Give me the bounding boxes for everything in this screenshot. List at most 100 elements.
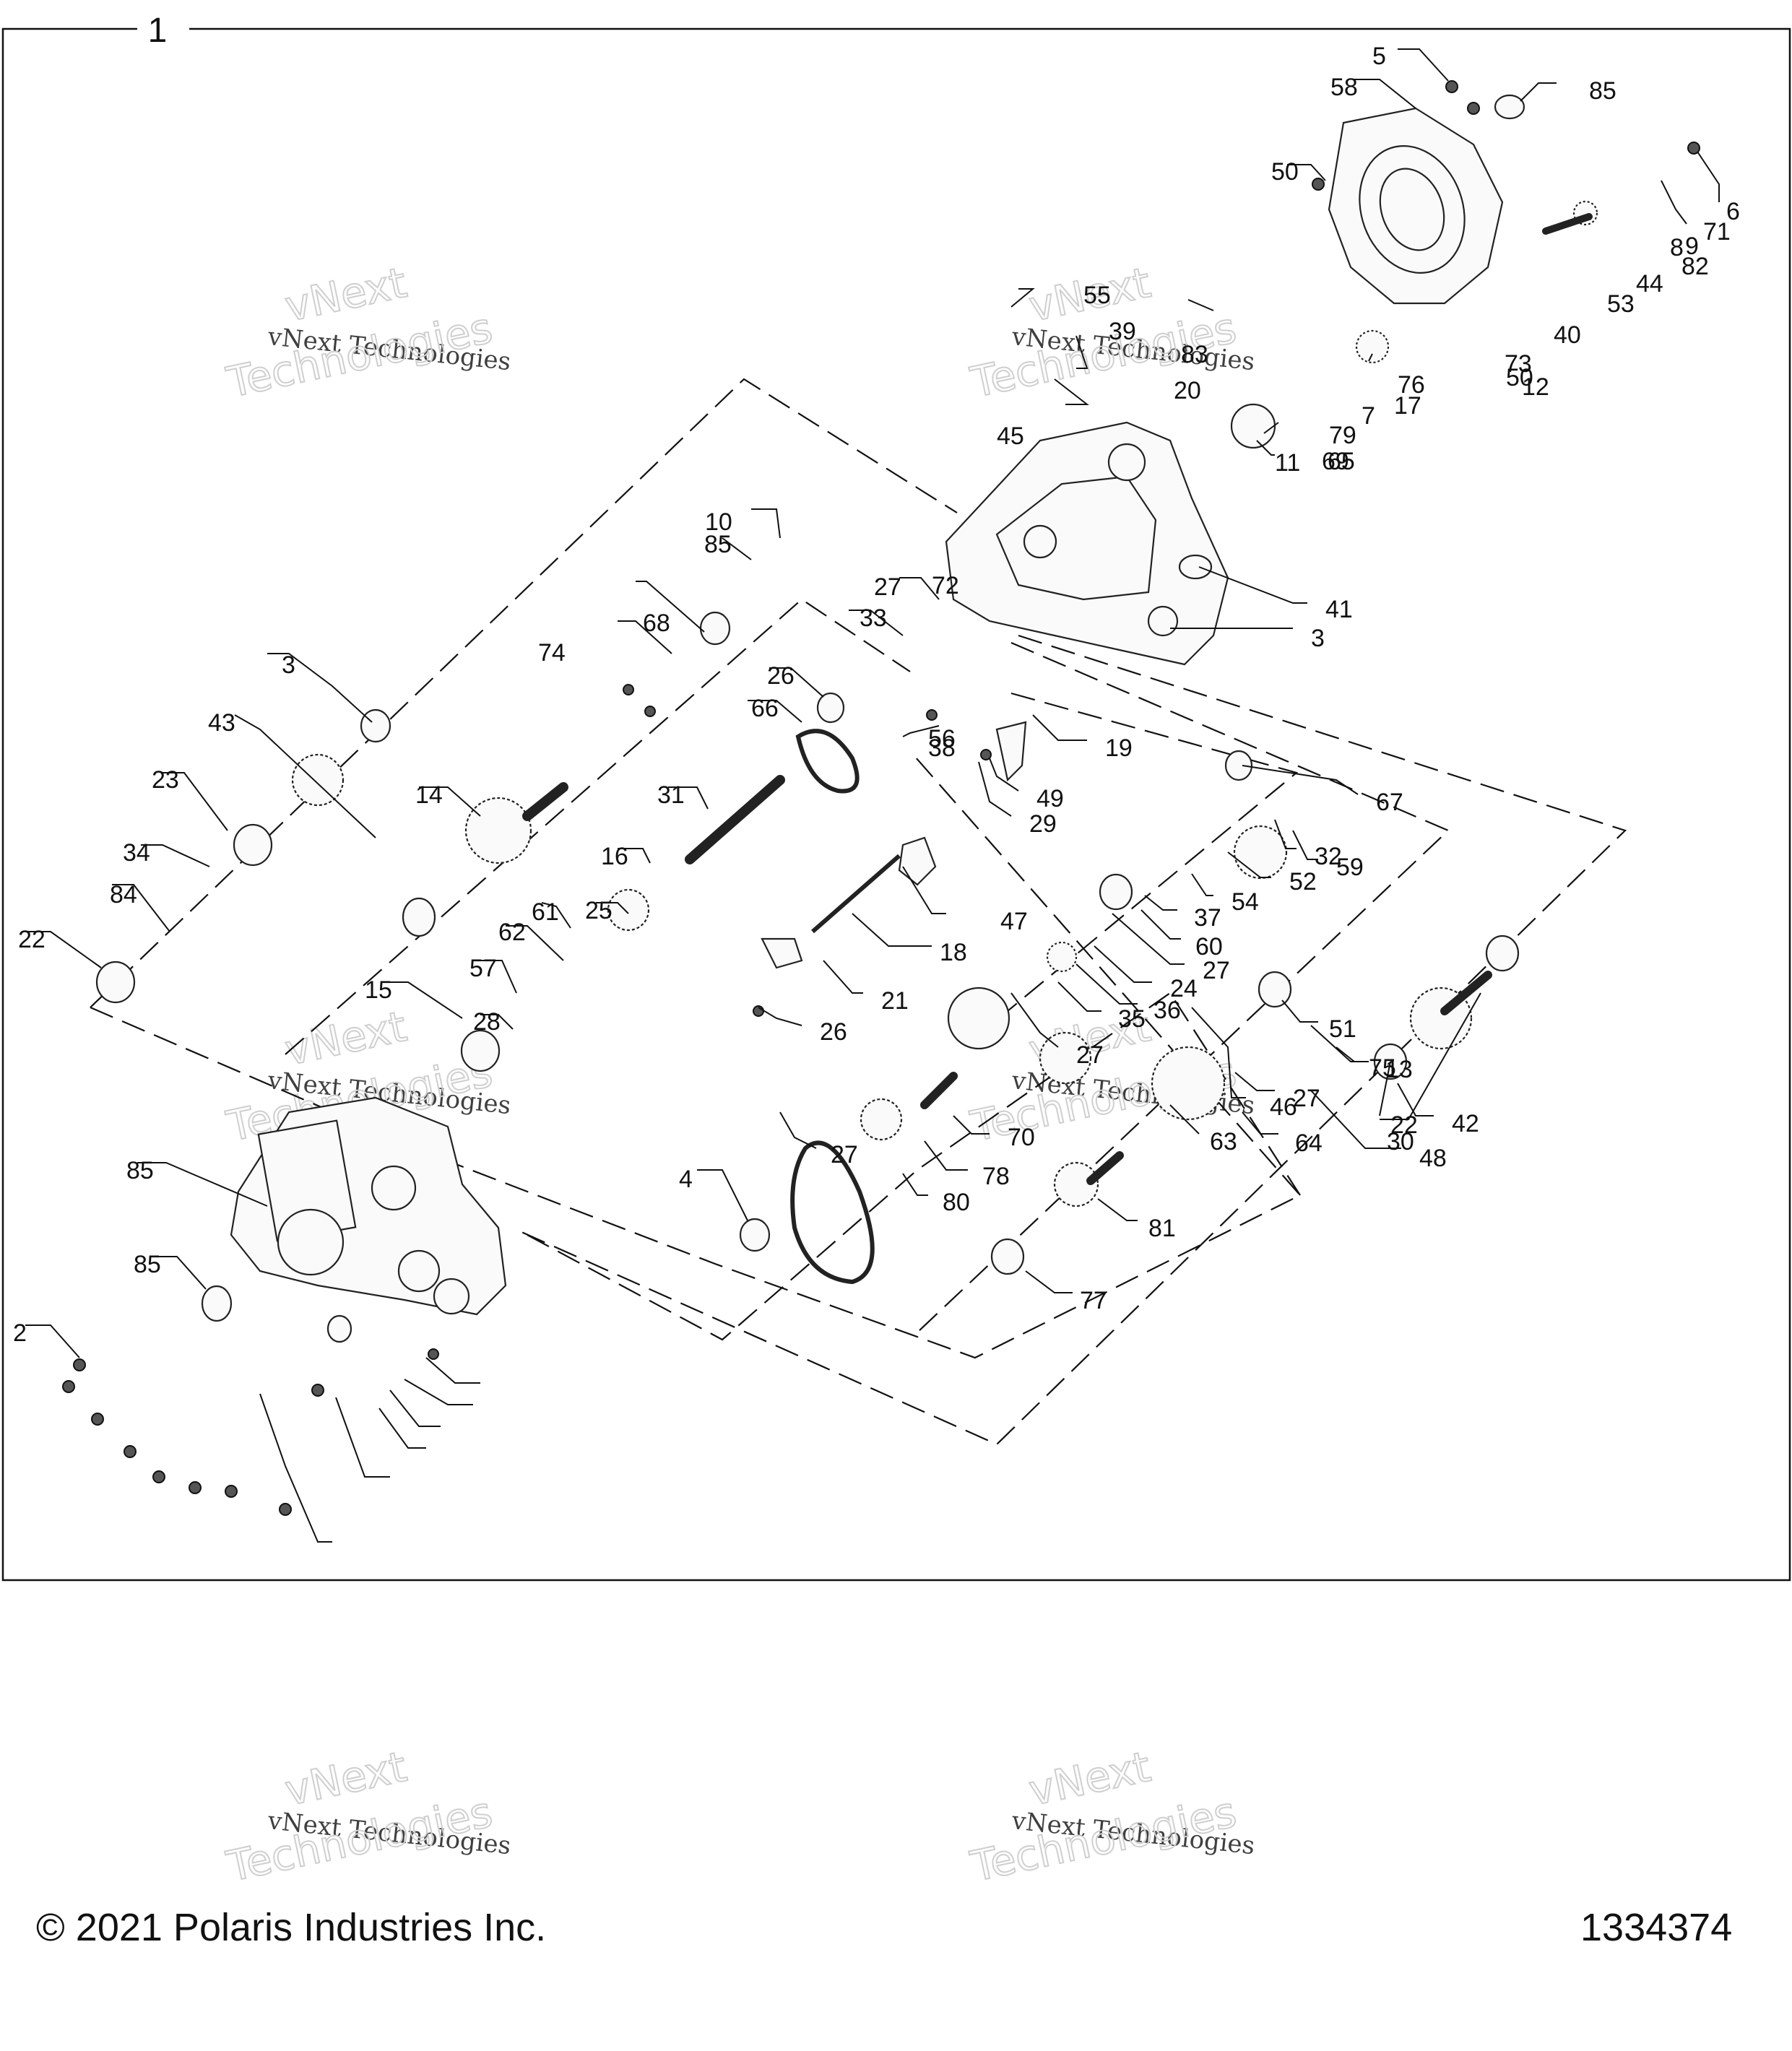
callout-number: 37: [1194, 904, 1221, 932]
callout-number: 40: [1554, 321, 1581, 349]
callout-number: 47: [1000, 908, 1028, 935]
callout-number: 27: [1203, 957, 1230, 984]
svg-text:Technologies: Technologies: [222, 303, 497, 407]
callout-number: 78: [982, 1163, 1010, 1190]
callout-number: 9: [1685, 233, 1699, 260]
callout-number: 36: [1153, 997, 1181, 1024]
copyright-text: © 2021 Polaris Industries Inc.: [36, 1906, 547, 1949]
callout-number: 82: [1681, 253, 1709, 280]
callout-number: 83: [1181, 341, 1208, 368]
callout-number: 20: [1174, 377, 1201, 404]
callout-number: 2: [13, 1319, 27, 1347]
callout-number: 60: [1195, 933, 1223, 961]
callout-number: 24: [1170, 975, 1198, 1002]
callout-number: 12: [1522, 373, 1549, 401]
callout-number: 27: [831, 1141, 858, 1168]
callout-number: 5: [1372, 43, 1386, 70]
shafts: [522, 213, 1593, 1185]
callout-number: 10: [705, 508, 732, 536]
callout-number: 46: [1270, 1093, 1297, 1121]
callout-number: 26: [767, 662, 795, 690]
shift-forks: [761, 721, 1027, 969]
callout-number: 22: [1390, 1111, 1418, 1139]
callout-number: 27: [874, 573, 901, 601]
callout-number: 3: [282, 651, 295, 679]
rear-housing-cover: [1328, 107, 1504, 305]
callout-number: 85: [126, 1157, 154, 1184]
callout-number: 50: [1271, 158, 1299, 186]
callout-number: 21: [881, 987, 909, 1015]
svg-text:vNext: vNext: [281, 1002, 411, 1075]
callout-number: 68: [643, 610, 670, 637]
callout-number: 79: [1329, 422, 1356, 449]
callout-number: 43: [208, 709, 235, 737]
callout-number: 81: [1148, 1215, 1176, 1242]
callout-number: 4: [679, 1166, 693, 1193]
callout-number: 55: [1083, 282, 1111, 309]
callout-number: 25: [585, 897, 613, 924]
callout-number: 7: [1362, 402, 1375, 430]
callout-number: 35: [1118, 1005, 1146, 1033]
callout-number: 85: [134, 1251, 161, 1278]
svg-text:vNext: vNext: [281, 1742, 411, 1816]
callout-number: 59: [1336, 854, 1364, 881]
part-number: 1334374: [1580, 1906, 1733, 1949]
callout-number: 17: [1394, 392, 1421, 420]
callout-number: 48: [1419, 1145, 1447, 1172]
callout-number: 14: [415, 781, 443, 809]
callout-number: 62: [498, 919, 526, 946]
callout-number: 16: [601, 843, 628, 870]
callout-number: 28: [473, 1008, 501, 1036]
callout-number: 56: [928, 725, 956, 753]
callout-number: 27: [1076, 1041, 1104, 1069]
callout-number: 8: [1670, 234, 1684, 261]
watermark: vNext vNext Technologies Technologies: [222, 257, 512, 408]
callout-number: 74: [538, 639, 566, 667]
callout-number: 69: [1322, 448, 1349, 475]
callout-number: 57: [469, 955, 497, 982]
gears: [291, 200, 1598, 1207]
bearings-and-seals: [95, 94, 1525, 1343]
callout-number: 72: [932, 572, 959, 599]
callout-number: 80: [943, 1189, 970, 1216]
callout-number: 32: [1315, 843, 1342, 870]
callout-number: 33: [860, 604, 887, 632]
callout-leaders: [25, 48, 1720, 1543]
front-housing: [230, 1096, 507, 1316]
fasteners: [62, 80, 1700, 1516]
frame-label: 1: [148, 12, 168, 50]
callout-number: 49: [1036, 785, 1064, 812]
svg-text:Technologies: Technologies: [222, 1787, 497, 1891]
svg-text:vNext: vNext: [1025, 1742, 1155, 1816]
assembly-dashed-lines: [90, 378, 1627, 1446]
main-housing: [945, 421, 1229, 666]
watermark: vNext vNext Technologies Technologies: [222, 1741, 512, 1892]
chains: [790, 729, 875, 1285]
callout-number: 19: [1105, 734, 1133, 762]
callout-number: 3: [1311, 625, 1325, 652]
callout-number: 63: [1210, 1128, 1237, 1155]
callout-number: 66: [751, 695, 779, 722]
callout-number: 27: [1293, 1085, 1320, 1112]
callout-number: 51: [1329, 1015, 1356, 1043]
callout-number: 30: [1387, 1128, 1414, 1155]
callout-number: 54: [1232, 888, 1259, 916]
callout-number: 84: [110, 881, 137, 909]
callout-number: 58: [1330, 74, 1358, 101]
svg-text:Technologies: Technologies: [966, 1787, 1241, 1891]
callout-number: 73: [1505, 350, 1532, 378]
callout-number: 31: [657, 781, 685, 809]
svg-text:vNext: vNext: [281, 258, 411, 331]
callout-number: 29: [1029, 810, 1057, 838]
callout-number: 22: [18, 926, 46, 953]
callout-number: 75: [1369, 1054, 1396, 1082]
watermark: vNext vNext Technologies Technologies: [966, 1741, 1256, 1892]
callout-number: 6: [1726, 198, 1740, 225]
callout-number: 77: [1080, 1287, 1107, 1314]
callout-number: 70: [1008, 1124, 1035, 1151]
callout-number: 11: [1275, 449, 1300, 477]
callout-number: 61: [532, 898, 559, 926]
diagram-frame: 1: [1, 12, 1791, 1582]
